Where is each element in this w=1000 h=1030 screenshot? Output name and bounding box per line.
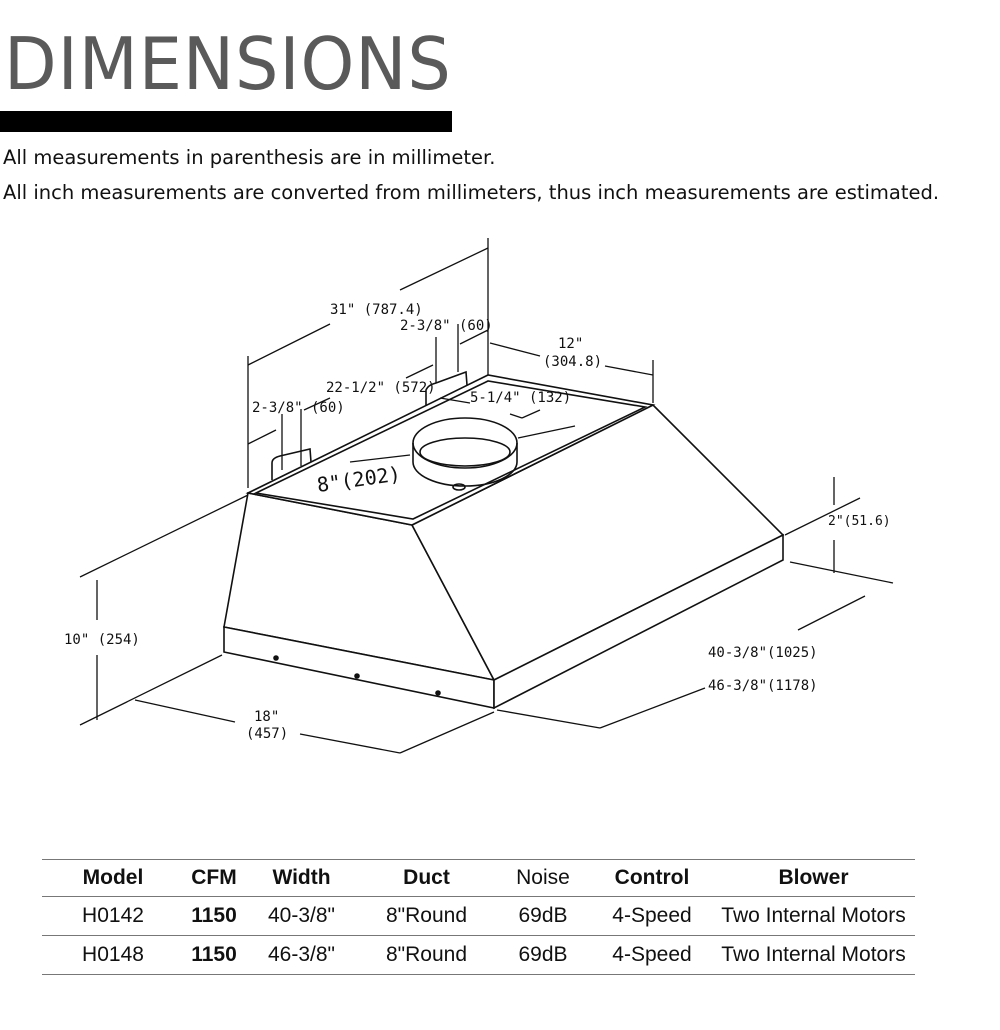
- header-duct: Duct: [403, 866, 450, 889]
- cell-cfm: 1150: [191, 943, 237, 966]
- cell-noise: 69dB: [518, 904, 568, 927]
- cell-control: 4-Speed: [612, 943, 692, 966]
- label-top-depth-in: 12": [558, 336, 583, 352]
- cell-width: 40-3/8": [268, 904, 335, 927]
- cell-duct: 8"Round: [385, 904, 468, 927]
- label-width-1: 40-3/8"(1025): [708, 645, 818, 661]
- label-height: 10" (254): [64, 632, 140, 648]
- label-front-depth-mm: (457): [246, 726, 288, 742]
- range-hood-dimension-diagram: 31" (787.4) 2-3/8" (60) 2-3/8" (60) 22-1…: [64, 238, 894, 754]
- cell-control: 4-Speed: [612, 904, 692, 927]
- label-bracket-left: 2-3/8" (60): [252, 400, 345, 416]
- mounting-brackets: [271, 370, 468, 480]
- dimension-lines: [79, 238, 894, 754]
- cell-model: H0148: [82, 943, 144, 966]
- label-width-2: 46-3/8"(1178): [708, 678, 818, 694]
- table-row: H0142 1150 40-3/8" 8"Round 69dB 4-Speed …: [42, 897, 915, 936]
- cell-width: 46-3/8": [268, 943, 335, 966]
- label-duct-offset: 5-1/4" (132): [470, 390, 571, 406]
- header-model: Model: [82, 866, 144, 889]
- title-underline-bar: [0, 111, 452, 132]
- header-control: Control: [614, 866, 690, 889]
- header-width: Width: [272, 866, 331, 889]
- table-header-row: Model CFM Width Duct Noise Control Blowe…: [42, 859, 915, 897]
- label-top-depth-mm: (304.8): [543, 354, 602, 370]
- header-cfm: CFM: [191, 866, 237, 889]
- label-skirt-height: 2"(51.6): [828, 514, 891, 529]
- note-millimeter: All measurements in parenthesis are in m…: [3, 146, 496, 169]
- label-bracket-right: 2-3/8" (60): [400, 318, 493, 334]
- hood-body: [223, 374, 785, 710]
- header-noise: Noise: [516, 866, 570, 889]
- header-blower: Blower: [778, 866, 849, 889]
- note-estimated: All inch measurements are converted from…: [3, 181, 940, 204]
- cell-blower: Two Internal Motors: [721, 904, 906, 927]
- label-overall-depth: 31" (787.4): [330, 302, 423, 318]
- cell-noise: 69dB: [518, 943, 568, 966]
- page-title: DIMENSIONS: [4, 22, 452, 106]
- dimension-labels: 31" (787.4) 2-3/8" (60) 2-3/8" (60) 22-1…: [64, 302, 891, 742]
- table-row: H0148 1150 46-3/8" 8"Round 69dB 4-Speed …: [42, 936, 915, 975]
- cell-blower: Two Internal Motors: [721, 943, 906, 966]
- cell-cfm: 1150: [191, 904, 237, 927]
- spec-table: Model CFM Width Duct Noise Control Blowe…: [42, 859, 915, 975]
- cell-model: H0142: [82, 904, 144, 927]
- label-front-depth-in: 18": [254, 709, 279, 725]
- duct-collar: [412, 417, 518, 491]
- label-bracket-spacing: 22-1/2" (572): [326, 380, 436, 396]
- cell-duct: 8"Round: [385, 943, 468, 966]
